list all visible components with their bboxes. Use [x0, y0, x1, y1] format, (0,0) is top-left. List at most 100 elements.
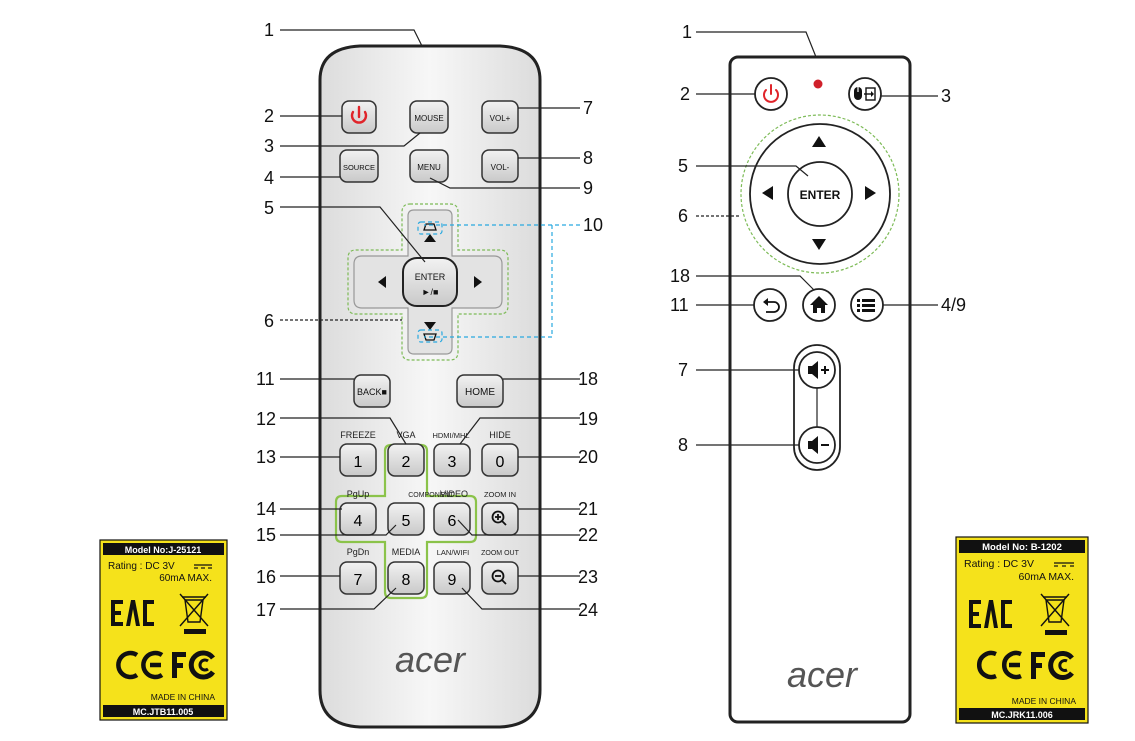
pgup-label: PgUp [347, 489, 370, 499]
key-1-label: 1 [354, 454, 363, 471]
status-led [813, 79, 823, 89]
power-button-b[interactable] [754, 77, 788, 111]
label-b-current: 60mA MAX. [1019, 571, 1074, 583]
key-0-label: 0 [496, 454, 505, 471]
callout-20a: 20 [578, 447, 598, 467]
home-label: HOME [465, 387, 495, 398]
key-5[interactable]: 5 [387, 502, 425, 536]
callout-24a: 24 [578, 600, 598, 620]
callout-21a: 21 [578, 499, 598, 519]
nav-right-arrow[interactable] [865, 186, 876, 200]
weee-bin-icon [179, 593, 209, 634]
dpad-up-arrow[interactable] [424, 234, 436, 242]
lan-wifi-label: LAN/WIFI [437, 548, 470, 557]
freeze-label: FREEZE [340, 430, 376, 440]
menu-list-icon [857, 299, 875, 312]
label-b-rating: Rating : DC 3V [964, 558, 1034, 570]
label-a-rating: Rating : DC 3V [108, 561, 175, 572]
nav-up-arrow[interactable] [812, 136, 826, 147]
label-a-part: MC.JTB11.005 [133, 707, 194, 717]
vga-label: VGA [396, 430, 415, 440]
key-3[interactable]: 3 [433, 443, 471, 477]
input-icon [864, 87, 876, 101]
component-label: COMPONENT [408, 492, 454, 499]
volume-down-button[interactable]: VOL- [481, 149, 519, 183]
back-label: BACK■ [357, 387, 387, 397]
zoom-in-button[interactable] [481, 502, 519, 536]
keystone-up-icon [423, 223, 437, 231]
key-2[interactable]: 2 [387, 443, 425, 477]
label-a-model: Model No:J-25121 [125, 545, 202, 555]
callout-5a: 5 [264, 198, 274, 218]
callout-5b: 5 [678, 156, 688, 176]
fcc-mark-icon [1031, 651, 1074, 680]
power-button[interactable] [341, 100, 377, 134]
back-button[interactable]: BACK■ [353, 374, 391, 408]
callout-8b: 8 [678, 435, 688, 455]
dpad-down-arrow[interactable] [424, 322, 436, 330]
label-b-model: Model No: B-1202 [982, 542, 1062, 553]
dpad-left-arrow[interactable] [378, 276, 386, 288]
nav-left-arrow[interactable] [762, 186, 773, 200]
callout-9a: 9 [583, 178, 593, 198]
volume-up-button[interactable]: VOL+ [481, 100, 519, 134]
key-3-label: 3 [448, 454, 457, 471]
enter-button-b[interactable]: ENTER [787, 161, 853, 227]
zoom-out-button[interactable] [481, 561, 519, 595]
dpad-right-arrow[interactable] [474, 276, 482, 288]
zoom-in-icon [491, 510, 507, 526]
callout-12a: 12 [256, 409, 276, 429]
keystone-down-icon [423, 333, 437, 341]
acer-logo-b: acer [787, 654, 859, 695]
callout-4a: 4 [264, 168, 274, 188]
key-6[interactable]: 6 [433, 502, 471, 536]
remote-a-callout-numbers: 1 2 3 4 5 6 7 8 9 10 11 12 13 14 15 16 1… [256, 20, 603, 620]
zoom-in-label: ZOOM IN [484, 490, 516, 499]
callout-19a: 19 [578, 409, 598, 429]
enter-button[interactable]: ENTER ►/■ [402, 257, 458, 307]
key-1[interactable]: 1 [339, 443, 377, 477]
menu-button[interactable]: MENU [409, 149, 449, 183]
key-4[interactable]: 4 [339, 502, 377, 536]
play-stop-label: ►/■ [422, 287, 439, 297]
mouse-input-button-b[interactable] [848, 77, 882, 111]
key-2-label: 2 [402, 454, 411, 471]
callout-6a: 6 [264, 311, 274, 331]
power-icon [350, 105, 368, 124]
ce-mark-icon [116, 650, 164, 680]
callout-7b: 7 [678, 360, 688, 380]
callout-6b: 6 [678, 206, 688, 226]
callout-3a: 3 [264, 136, 274, 156]
source-button[interactable]: SOURCE [339, 149, 379, 183]
fcc-mark-icon [172, 650, 216, 680]
callout-15a: 15 [256, 525, 276, 545]
home-button[interactable]: HOME [456, 374, 504, 408]
home-button-b[interactable] [802, 288, 836, 322]
key-9[interactable]: 9 [433, 561, 471, 595]
mouse-button[interactable]: MOUSE [409, 100, 449, 134]
key-0[interactable]: 0 [481, 443, 519, 477]
key-8[interactable]: 8 [387, 561, 425, 595]
hide-label: HIDE [489, 430, 511, 440]
key-6-label: 6 [448, 513, 457, 530]
remote-a-body [318, 44, 542, 729]
key-5-label: 5 [402, 513, 411, 530]
key-7[interactable]: 7 [339, 561, 377, 595]
key-4-label: 4 [354, 513, 363, 530]
enter-label-b: ENTER [800, 188, 841, 202]
menu-button-b[interactable] [850, 288, 884, 322]
label-tag-a: Model No:J-25121 Rating : DC 3V 60mA MAX… [99, 539, 228, 721]
media-label: MEDIA [392, 547, 421, 557]
input-keys-highlight [334, 443, 478, 600]
key-7-label: 7 [354, 572, 363, 589]
volume-down-button-b[interactable] [798, 426, 836, 464]
callout-1a: 1 [264, 20, 274, 40]
zoom-out-label: ZOOM OUT [481, 550, 519, 557]
dc-symbol-icon [194, 564, 212, 569]
home-icon [810, 296, 828, 313]
back-icon [763, 298, 780, 313]
back-button-b[interactable] [753, 288, 787, 322]
nav-down-arrow[interactable] [812, 239, 826, 250]
volume-up-button-b[interactable] [798, 351, 836, 389]
